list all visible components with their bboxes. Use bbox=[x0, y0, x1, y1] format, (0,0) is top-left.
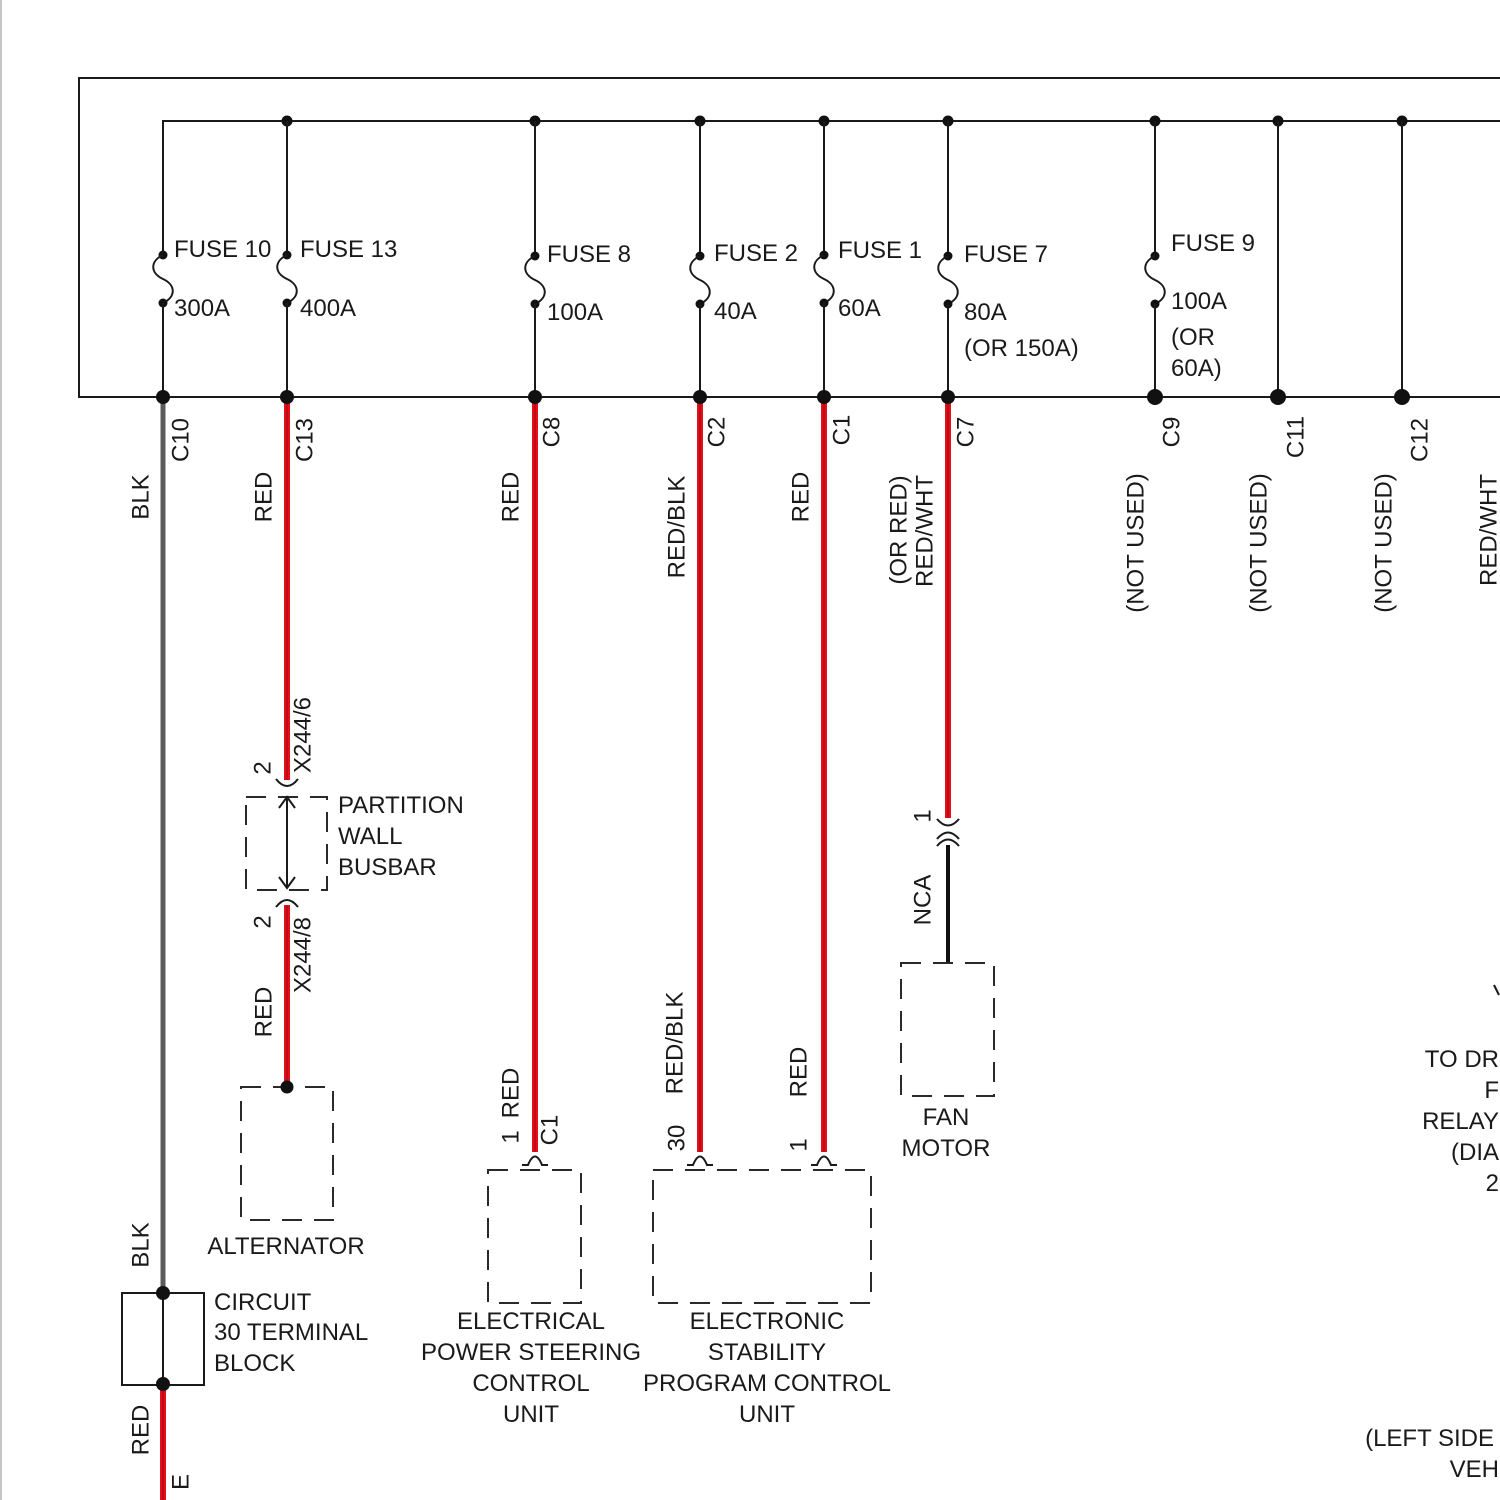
fuse-9-rating-alt: (OR bbox=[1171, 324, 1215, 351]
busbar-label: PARTITION bbox=[338, 792, 464, 819]
not-used-label: (NOT USED) bbox=[1370, 473, 1397, 613]
alternator-label: ALTERNATOR bbox=[207, 1233, 364, 1260]
connector-dot-c11 bbox=[1270, 389, 1286, 405]
terminal-block-label: BLOCK bbox=[214, 1350, 295, 1377]
esp-pin-label: 30 bbox=[663, 1125, 690, 1152]
fan-motor-label: MOTOR bbox=[902, 1135, 991, 1162]
connector-c13-label: C13 bbox=[291, 418, 318, 462]
connector-c2-label: C2 bbox=[703, 417, 730, 448]
wire-color-label: NCA bbox=[909, 875, 936, 926]
wire-color-label: BLK bbox=[127, 474, 154, 519]
fuse-2-label: FUSE 2 bbox=[714, 240, 798, 267]
wire-color-label: RED bbox=[497, 1068, 524, 1119]
connector-c8-label: C8 bbox=[538, 417, 565, 448]
fan-pin-label: 1 bbox=[909, 809, 936, 822]
connector-dot-c2 bbox=[693, 390, 707, 404]
connector-c1-label: C1 bbox=[828, 415, 855, 446]
wire-color-label: RED bbox=[787, 472, 814, 523]
connector-dot-c8 bbox=[528, 390, 542, 404]
fuse-10-label: FUSE 10 bbox=[174, 236, 271, 263]
busbar-output-connector: X244/8 bbox=[289, 917, 316, 993]
fuse-7-rating: 80A bbox=[964, 299, 1007, 326]
offpage-label: 2 bbox=[1486, 1170, 1499, 1197]
offpage-label: TO DR bbox=[1425, 1046, 1499, 1073]
busbar-output-pin: 2 bbox=[249, 915, 276, 928]
esp-label: ELECTRONIC bbox=[690, 1308, 845, 1335]
wire-color-label: RED/WHT bbox=[911, 475, 938, 587]
eps-label: POWER STEERING bbox=[421, 1339, 641, 1366]
offpage-note: VEH bbox=[1450, 1456, 1499, 1483]
connector-dot-c10 bbox=[156, 390, 170, 404]
terminal-dot bbox=[156, 1377, 170, 1391]
terminal-pin-label: E bbox=[167, 1474, 194, 1490]
wire-color-label: RED bbox=[250, 987, 277, 1038]
eps-connector-label: C1 bbox=[536, 1115, 563, 1146]
not-used-label: (NOT USED) bbox=[1245, 473, 1272, 613]
connector-c12-label: C12 bbox=[1406, 418, 1433, 462]
eps-label: ELECTRICAL bbox=[457, 1308, 605, 1335]
wire-color-label: RED bbox=[127, 1405, 154, 1456]
fan-motor-label: FAN bbox=[923, 1104, 970, 1131]
connector-dot-c12 bbox=[1394, 389, 1410, 405]
fuse-1-rating: 60A bbox=[838, 295, 881, 322]
eps-label: CONTROL bbox=[472, 1370, 589, 1397]
wire-color-label: RED/BLK bbox=[663, 476, 690, 579]
connector-dot-c7 bbox=[941, 390, 955, 404]
wire-color-label: RED/BLK bbox=[661, 992, 688, 1095]
alternator-terminal-dot bbox=[281, 1081, 294, 1094]
wire-color-label: RED bbox=[497, 472, 524, 523]
esp-pin-label: 1 bbox=[785, 1138, 812, 1151]
connector-c10-label: C10 bbox=[167, 418, 194, 462]
terminal-block-label: 30 TERMINAL bbox=[214, 1319, 368, 1346]
busbar-input-pin: 2 bbox=[249, 761, 276, 774]
connector-dot-c9 bbox=[1147, 389, 1163, 405]
fuse-13-label: FUSE 13 bbox=[300, 236, 397, 263]
fuse-8-label: FUSE 8 bbox=[547, 241, 631, 268]
fuse-8-rating: 100A bbox=[547, 299, 603, 326]
offpage-label: RELAY bbox=[1422, 1108, 1499, 1135]
connector-c11-label: C11 bbox=[1282, 416, 1309, 458]
terminal-block-label: CIRCUIT bbox=[214, 1289, 312, 1316]
connector-c9-label: C9 bbox=[1158, 417, 1185, 448]
eps-label: UNIT bbox=[503, 1401, 559, 1428]
wire-color-alt-label: (OR RED) bbox=[885, 475, 912, 584]
terminal-dot bbox=[156, 1286, 170, 1300]
esp-label: PROGRAM CONTROL bbox=[643, 1370, 891, 1397]
offpage-note: (LEFT SIDE bbox=[1365, 1425, 1494, 1452]
wire-color-label: RED bbox=[785, 1047, 812, 1098]
connector-dot-c13 bbox=[280, 390, 294, 404]
fuse-9-rating-alt: 60A) bbox=[1171, 355, 1222, 382]
not-used-label: (NOT USED) bbox=[1122, 473, 1149, 613]
fuse-10-rating: 300A bbox=[174, 295, 230, 322]
fuse-7-rating-alt: (OR 150A) bbox=[964, 335, 1079, 362]
busbar-input-connector: X244/6 bbox=[289, 697, 316, 773]
busbar-label: BUSBAR bbox=[338, 854, 437, 881]
connector-dot-c1 bbox=[817, 390, 831, 404]
fuse-7-label: FUSE 7 bbox=[964, 241, 1048, 268]
eps-pin-label: 1 bbox=[497, 1130, 524, 1143]
busbar-label: WALL bbox=[338, 823, 402, 850]
fuse-9-rating: 100A bbox=[1171, 288, 1227, 315]
esp-label: STABILITY bbox=[708, 1339, 826, 1366]
wire-color-label: RED bbox=[250, 472, 277, 523]
offpage-label: F bbox=[1484, 1077, 1499, 1104]
edge-wire-color-label: RED/WHT bbox=[1475, 474, 1500, 586]
fuse-13-rating: 400A bbox=[300, 295, 356, 322]
esp-label: UNIT bbox=[739, 1401, 795, 1428]
fuse-2-rating: 40A bbox=[714, 298, 757, 325]
offpage-label: (DIA bbox=[1451, 1139, 1499, 1166]
connector-c7-label: C7 bbox=[952, 417, 979, 448]
wire-color-label: BLK bbox=[127, 1222, 154, 1267]
fuse-1-label: FUSE 1 bbox=[838, 237, 922, 264]
fuse-9-label: FUSE 9 bbox=[1171, 230, 1255, 257]
